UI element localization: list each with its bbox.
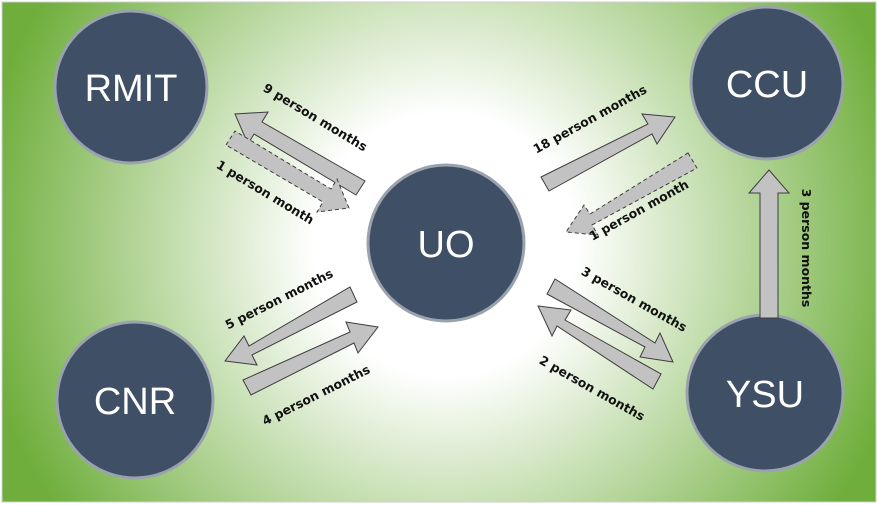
- flow-uo-to-ccu-arrow: [540, 113, 676, 192]
- flow-uo-to-cnr-arrow: [224, 286, 358, 366]
- node-uo-label: UO: [418, 224, 475, 266]
- node-cnr-circle: [55, 320, 215, 480]
- node-rmit[interactable]: RMIT: [53, 9, 209, 165]
- flow-cnr-to-uo-arrow: [242, 321, 379, 396]
- flow-ccu-to-uo-arrow: [565, 152, 698, 236]
- flow-ysu-to-ccu-label: 3 person months: [799, 189, 814, 308]
- node-ccu[interactable]: CCU: [689, 5, 845, 161]
- node-cnr[interactable]: CNR: [55, 320, 215, 480]
- node-rmit-circle: [53, 9, 209, 165]
- node-ccu-circle: [689, 5, 845, 161]
- node-cnr-label: CNR: [94, 381, 176, 423]
- flow-ysu-to-ccu-arrow: [747, 169, 791, 319]
- node-ysu-label: YSU: [726, 374, 804, 416]
- flow-rmit-to-uo-arrow: [225, 130, 350, 213]
- flow-uo-to-ysu-arrow: [546, 278, 674, 363]
- node-uo-circle: [366, 163, 526, 323]
- flow-ysu-to-uo-arrow: [537, 305, 662, 390]
- node-rmit-label: RMIT: [85, 68, 178, 110]
- node-ysu[interactable]: YSU: [685, 313, 845, 473]
- node-uo[interactable]: UO: [366, 163, 526, 323]
- node-ccu-label: CCU: [726, 64, 808, 106]
- flow-ysu-to-ccu: 3 person months: [747, 169, 814, 319]
